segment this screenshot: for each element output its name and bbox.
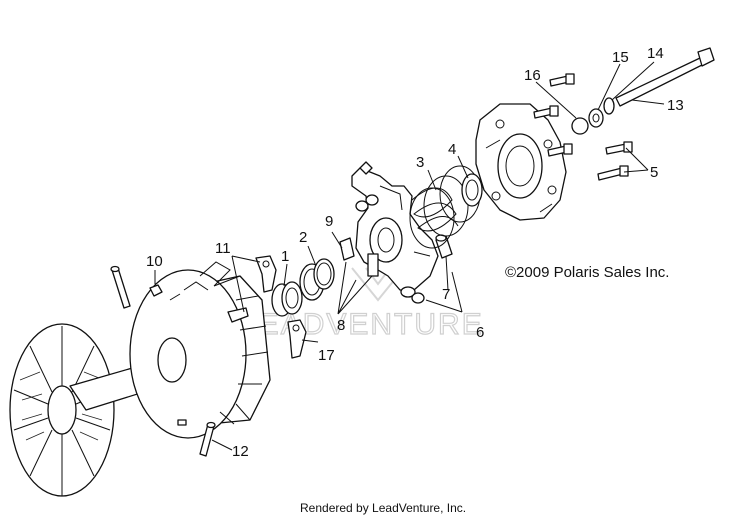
footer-credit: Rendered by LeadVenture, Inc.: [300, 501, 466, 515]
leader-lines: [154, 61, 665, 451]
callout-15: 15: [612, 49, 629, 66]
callout-9: 9: [325, 213, 333, 230]
cam-weights-11: [227, 255, 277, 323]
callout-4: 4: [448, 141, 456, 158]
ring-2: [299, 258, 335, 301]
fixed-sheave-fan: [9, 323, 115, 497]
callout-2: 2: [299, 229, 307, 246]
callout-10: 10: [146, 253, 163, 270]
callout-5: 5: [650, 164, 658, 181]
cover-plate: [475, 103, 567, 221]
pin-12: [199, 421, 216, 457]
pin-10: [110, 265, 131, 309]
callout-12: 12: [232, 443, 249, 460]
callout-3: 3: [416, 154, 424, 171]
ring-4: [461, 173, 483, 207]
callout-14: 14: [647, 45, 664, 62]
bushing-1: [271, 281, 303, 317]
washer-16: [571, 117, 589, 135]
callout-7: 7: [442, 286, 450, 303]
callout-6: 6: [476, 324, 484, 341]
spring-3: [409, 165, 481, 249]
spider-assembly-9: [339, 161, 439, 304]
callout-16: 16: [524, 67, 541, 84]
callout-1: 1: [281, 248, 289, 265]
bolts-16: [533, 73, 575, 157]
callout-8: 8: [337, 317, 345, 334]
copyright-notice: ©2009 Polaris Sales Inc.: [505, 264, 669, 281]
roller-7: [435, 234, 453, 259]
small-bushing: [177, 419, 187, 426]
callout-numbers: 1 2 3 4 5 6 7 8 9 10 11 12 13 14 15 16 1…: [146, 45, 684, 460]
washer-14: [603, 97, 615, 115]
callout-13: 13: [667, 97, 684, 114]
nut-10: [149, 284, 163, 297]
washer-15: [588, 108, 604, 128]
cam-weight-17: [287, 319, 307, 359]
callout-17: 17: [318, 347, 335, 364]
bolts-5: [597, 141, 633, 181]
callout-11: 11: [215, 240, 231, 257]
bolt-13: [615, 47, 715, 107]
